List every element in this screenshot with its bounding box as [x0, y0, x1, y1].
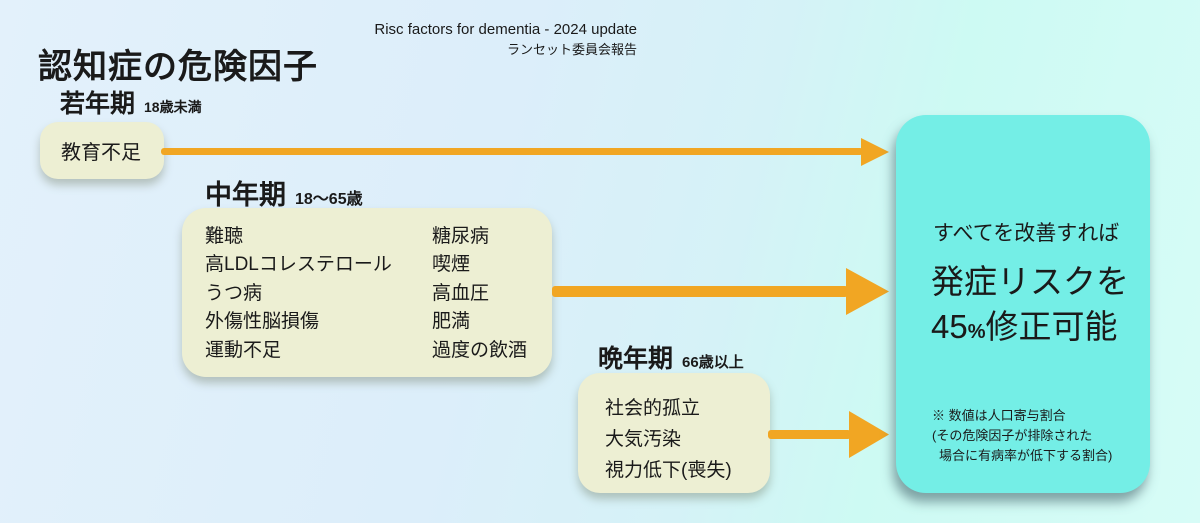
arrow-middle-head-icon: [846, 268, 889, 315]
subtitle-english: Risc factors for dementia - 2024 update: [374, 21, 637, 38]
subtitle-japanese: ランセット委員会報告: [506, 41, 637, 57]
stage-heading-young: 若年期 18歳未満: [60, 84, 202, 120]
factor-item: 肥満: [432, 311, 471, 333]
arrow-young-head-icon: [861, 138, 889, 166]
result-headline-line2-text: 修正可能: [985, 308, 1118, 345]
factor-item: 過度の飲酒: [432, 339, 528, 361]
arrow-late-head-icon: [849, 411, 889, 458]
result-footnote: ※ 数値は人口寄与割合 (その危険因子が排除された 場合に有病率が低下する割合): [932, 406, 1112, 466]
result-headline-line1: 発症リスクを: [931, 263, 1129, 300]
result-panel: [896, 115, 1150, 493]
result-unit: %: [967, 321, 986, 343]
result-intro: すべてを改善すれば: [933, 222, 1120, 245]
factor-item: 高血圧: [432, 282, 490, 304]
stage-label-late: 晩年期: [598, 345, 674, 373]
footnote-line: (その危険因子が排除された: [932, 428, 1093, 444]
stage-age-late: 66歳以上: [682, 354, 744, 371]
factor-item: 大気汚染: [605, 429, 682, 450]
result-headline-line2: 45%修正可能: [931, 304, 1129, 355]
arrow-late-shaft: [768, 430, 851, 439]
result-headline: 発症リスクを 45%修正可能: [931, 259, 1129, 355]
factor-column-right: 糖尿病 喫煙 高血圧 肥満 過度の飲酒: [432, 223, 552, 377]
subtitle-block: Risc factors for dementia - 2024 update …: [332, 21, 637, 58]
arrow-middle-shaft: [552, 286, 848, 297]
factor-item: 糖尿病: [432, 226, 490, 247]
factor-item: 視力低下(喪失): [605, 460, 732, 481]
footnote-line: ※ 数値は人口寄与割合: [932, 408, 1066, 423]
stage-heading-late: 晩年期 66歳以上: [598, 339, 744, 375]
factor-box-late: 社会的孤立 大気汚染 視力低下(喪失): [578, 373, 770, 493]
page-title: 認知症の危険因子: [38, 47, 318, 86]
arrow-young-shaft: [161, 148, 863, 155]
factor-item: 運動不足: [205, 339, 282, 361]
factor-item: 高LDLコレステロール: [205, 254, 392, 276]
stage-heading-middle: 中年期 18～65歳: [205, 173, 363, 212]
factor-item: うつ病: [205, 282, 263, 304]
result-value: 45: [931, 308, 968, 345]
stage-label-middle: 中年期: [205, 180, 286, 210]
factor-box-young: 教育不足: [40, 122, 164, 179]
stage-age-middle: 18～65歳: [295, 191, 363, 208]
factor-item: 難聴: [205, 226, 244, 247]
factor-column-left: 難聴 高LDLコレステロール うつ病 外傷性脳損傷 運動不足: [205, 223, 432, 377]
factor-box-middle: 難聴 高LDLコレステロール うつ病 外傷性脳損傷 運動不足 糖尿病 喫煙 高血…: [182, 208, 552, 377]
factor-item: 喫煙: [432, 254, 471, 276]
factor-item: 社会的孤立: [605, 398, 701, 419]
factor-item: 教育不足: [61, 142, 141, 164]
factor-item: 外傷性脳損傷: [205, 311, 320, 333]
stage-age-young: 18歳未満: [144, 99, 202, 115]
footnote-line: 場合に有病率が低下する割合): [939, 448, 1113, 464]
stage-label-young: 若年期: [60, 90, 136, 118]
